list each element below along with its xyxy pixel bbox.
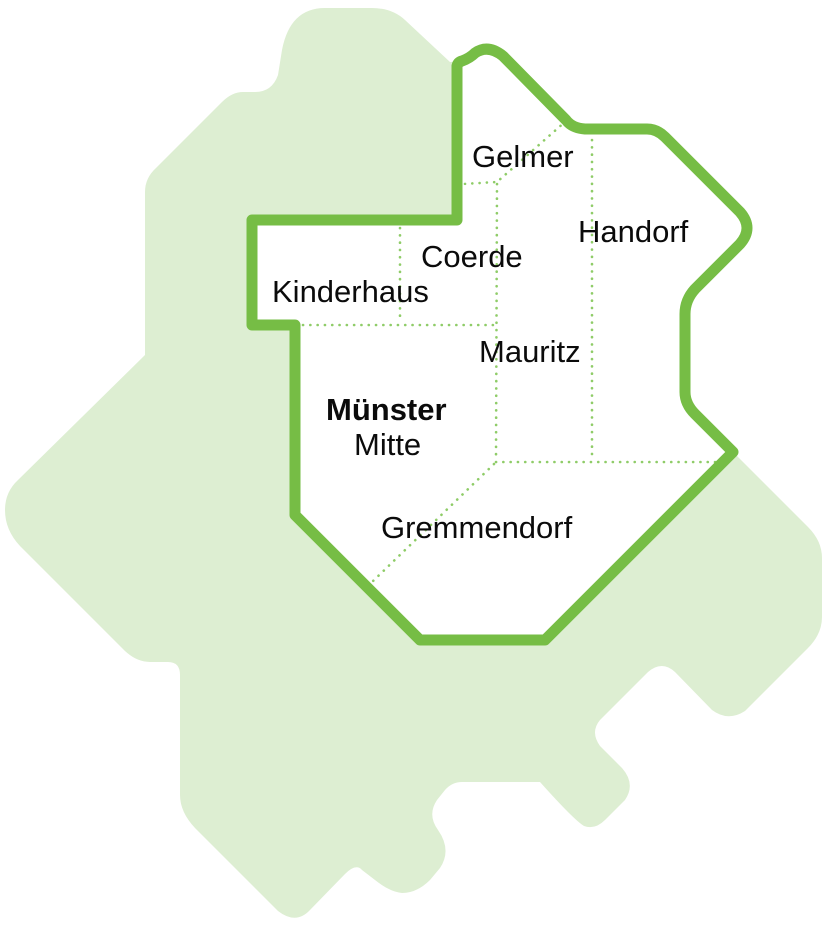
district-label-gelmer: Gelmer bbox=[472, 139, 574, 174]
district-label-mauritz: Mauritz bbox=[479, 334, 581, 369]
city-interior bbox=[250, 51, 745, 641]
district-label-coerde: Coerde bbox=[421, 239, 523, 274]
surrounding-region bbox=[5, 8, 822, 918]
district-label-handorf: Handorf bbox=[578, 214, 689, 249]
city-boundary bbox=[246, 43, 753, 646]
district-dividers bbox=[301, 119, 724, 584]
district-label-gremmendorf: Gremmendorf bbox=[381, 510, 573, 545]
district-label-mitte: Mitte bbox=[354, 427, 422, 462]
district-label-muenster: Münster bbox=[326, 392, 447, 427]
district-label-kinderhaus: Kinderhaus bbox=[272, 274, 429, 309]
